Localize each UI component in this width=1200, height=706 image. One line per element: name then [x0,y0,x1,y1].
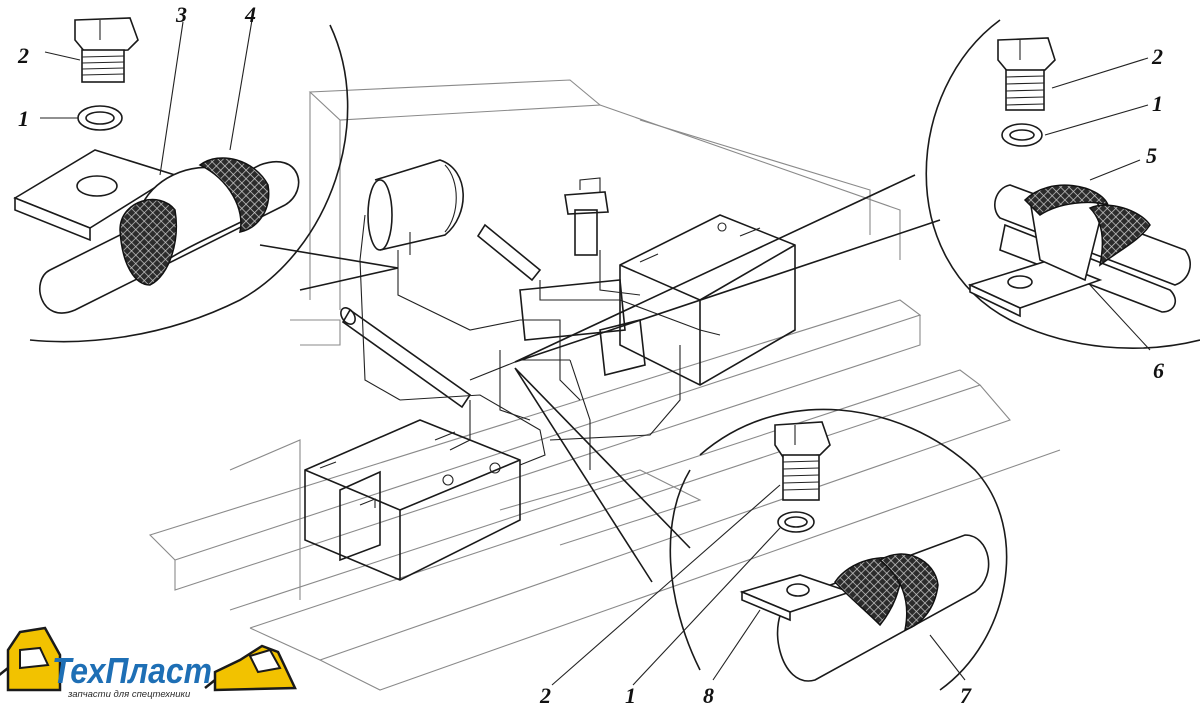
leader-lines [259,174,941,583]
callout-labels-bottom: 2 1 8 7 [539,683,972,706]
callout-label: 2 [1151,44,1163,69]
logo-tagline: запчасти для спецтехники [67,689,191,700]
callout-labels-top-right: 2 1 5 6 [1146,44,1164,383]
excavator-left-icon [0,626,62,692]
detail-top-left [13,17,349,343]
callout-label: 7 [960,683,972,706]
callout-label: 1 [18,106,29,131]
vehicle-frame [148,79,1061,691]
callout-label: 3 [175,2,187,27]
callout-label: 2 [17,43,29,68]
callout-label: 2 [539,683,551,706]
excavator-right-icon [204,644,297,692]
callout-label: 1 [625,683,636,706]
callout-label: 1 [1152,91,1163,116]
callout-label: 8 [703,683,714,706]
techplast-logo: ТехПласт запчасти для спецтехники [0,626,297,700]
central-assembly [304,159,796,581]
callout-label: 6 [1153,358,1164,383]
detail-top-right [925,19,1200,351]
detail-bottom [551,408,1008,691]
callout-labels-top-left: 2 1 3 4 [17,2,256,131]
callout-label: 4 [244,2,256,27]
logo-wordmark: ТехПласт [52,650,212,691]
callout-label: 5 [1146,143,1157,168]
